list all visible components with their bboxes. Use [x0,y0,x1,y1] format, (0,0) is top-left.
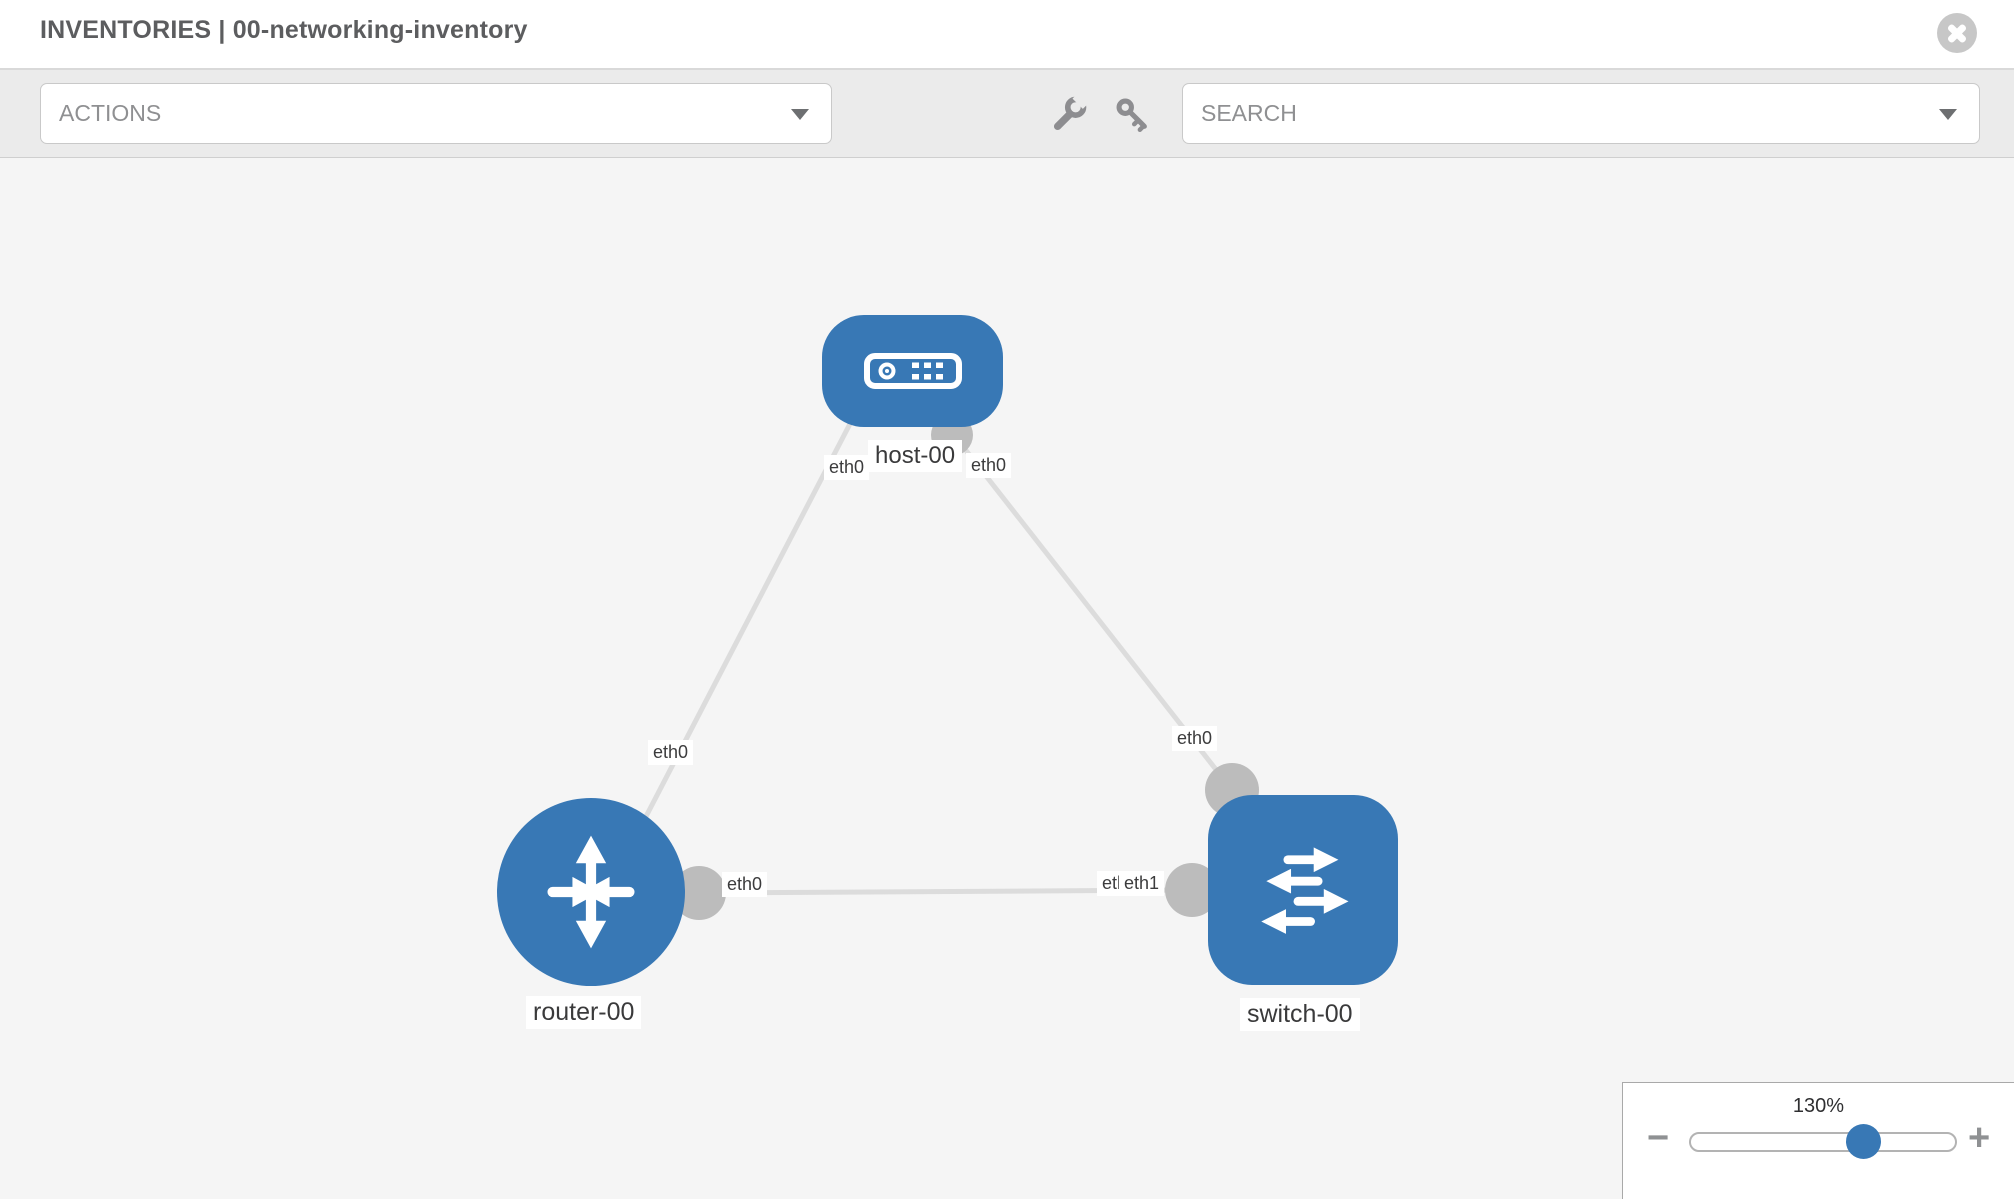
interface-label-host-to-switch: eth0 [966,453,1012,478]
topology-canvas[interactable]: host-00 router-00 switch-00 eth0 eth0 et… [0,158,2014,1199]
link-host-router [637,416,856,830]
node-label-switch: switch-00 [1240,998,1360,1032]
zoom-in-button[interactable]: + [1968,1117,1991,1159]
chevron-down-icon [1939,109,1957,120]
interface-label-router-from-host: eth0 [648,740,694,765]
interface-label-switch-from-host: eth0 [1172,726,1218,751]
search-dropdown[interactable]: SEARCH [1182,83,1980,144]
interface-connector-switch-left [1165,863,1219,917]
close-button[interactable] [1937,13,1977,53]
page-header: INVENTORIES | 00-networking-inventory [0,0,2014,70]
router-icon [547,835,635,949]
wrench-icon[interactable] [1052,96,1088,132]
zoom-out-button[interactable]: − [1647,1117,1670,1159]
page-title: INVENTORIES | 00-networking-inventory [40,16,528,44]
zoom-level-value: 130% [1792,1095,1845,1117]
interface-connector-router [672,866,726,920]
server-icon [863,353,962,389]
switch-icon [1261,847,1349,934]
node-host-00[interactable] [822,315,1003,427]
interface-label-switch-from-router: eth1 [1119,871,1165,896]
search-dropdown-label: SEARCH [1201,100,1297,126]
zoom-slider[interactable] [1689,1124,1957,1159]
actions-dropdown-label: ACTIONS [59,100,162,126]
toolbar: ACTIONS SEARCH [0,70,2014,158]
zoom-panel: 130% − + [1622,1082,2014,1199]
zoom-slider-thumb[interactable] [1846,1124,1881,1159]
interface-label-host-to-router: eth0 [824,455,870,480]
topology-links-layer [637,414,1259,920]
actions-dropdown[interactable]: ACTIONS [40,83,832,144]
chevron-down-icon [791,109,809,120]
interface-label-router-to-switch: eth0 [722,872,768,897]
node-label-router: router-00 [526,996,642,1030]
key-icon[interactable] [1114,96,1150,132]
node-router-00[interactable] [497,798,685,986]
node-switch-00[interactable] [1208,795,1398,985]
node-label-host: host-00 [868,440,963,472]
